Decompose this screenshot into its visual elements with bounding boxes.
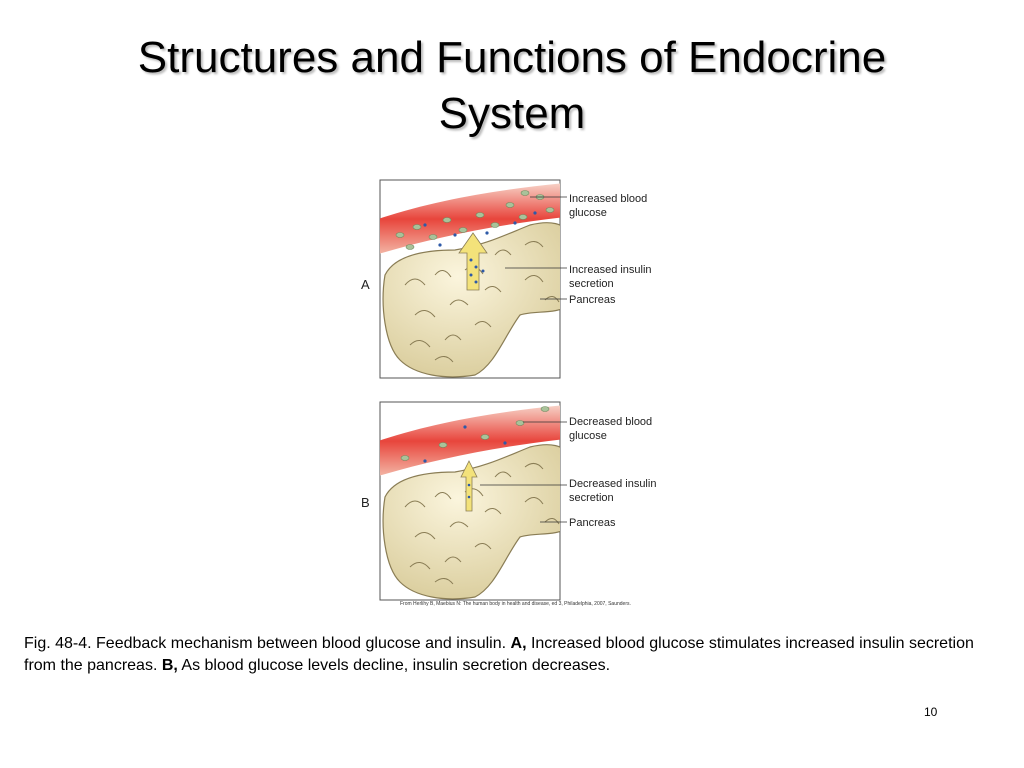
- pancreas-a: [382, 222, 560, 378]
- callout-increased-blood-glucose: Increased blood glucose: [569, 193, 648, 219]
- feedback-figure: A B Increased blood glucose Increased in…: [355, 175, 685, 615]
- panel-b-letter: B: [361, 495, 370, 510]
- feedback-diagram: [379, 179, 567, 601]
- figure-caption: Fig. 48-4. Feedback mechanism between bl…: [24, 633, 1004, 677]
- insulin-arrow-a: [458, 232, 488, 291]
- caption-label-a: A,: [510, 635, 527, 652]
- panel-a: [379, 179, 567, 379]
- insulin-dots-b: [423, 425, 507, 463]
- slide-title-line-1: Structures and Functions of Endocrine: [137, 33, 887, 82]
- panel-a-letter: A: [361, 277, 370, 292]
- pancreas-b: [382, 444, 560, 600]
- blood-vessel-a: [380, 183, 560, 254]
- caption-text-1: Fig. 48-4. Feedback mechanism between bl…: [24, 635, 511, 652]
- callout-decreased-insulin-secretion: Decreased insulin secretion: [569, 478, 657, 504]
- glucose-molecules-b: [400, 406, 550, 461]
- callout-pancreas-a: Pancreas: [569, 294, 616, 306]
- blood-vessel-b: [380, 405, 560, 476]
- page-number: 10: [924, 705, 938, 719]
- callout-lines-a: [505, 196, 567, 300]
- glucose-molecules-a: [395, 190, 555, 250]
- panel-b: [379, 401, 567, 601]
- callout-pancreas-b: Pancreas: [569, 517, 616, 529]
- insulin-in-arrow-b: [467, 483, 471, 499]
- callout-decreased-blood-glucose: Decreased blood glucose: [569, 416, 653, 442]
- caption-text-2: Increased blood glucose stimulates incre…: [24, 635, 974, 674]
- insulin-dots-a: [423, 211, 537, 247]
- caption-text-3: As blood glucose levels decline, insulin…: [177, 657, 611, 674]
- pancreas-b-texture: [404, 463, 560, 585]
- figure-credit: From Herlihy B, Maebius N: The human bod…: [400, 601, 631, 607]
- callout-lines-b: [480, 421, 567, 523]
- caption-label-b: B,: [161, 657, 178, 674]
- callout-increased-insulin-secretion: Increased insulin secretion: [569, 264, 652, 290]
- slide-title: Structures and Functions of Endocrine Sy…: [0, 30, 1024, 142]
- slide-title-line-2: System: [438, 89, 586, 138]
- insulin-in-arrow-a: [469, 258, 485, 284]
